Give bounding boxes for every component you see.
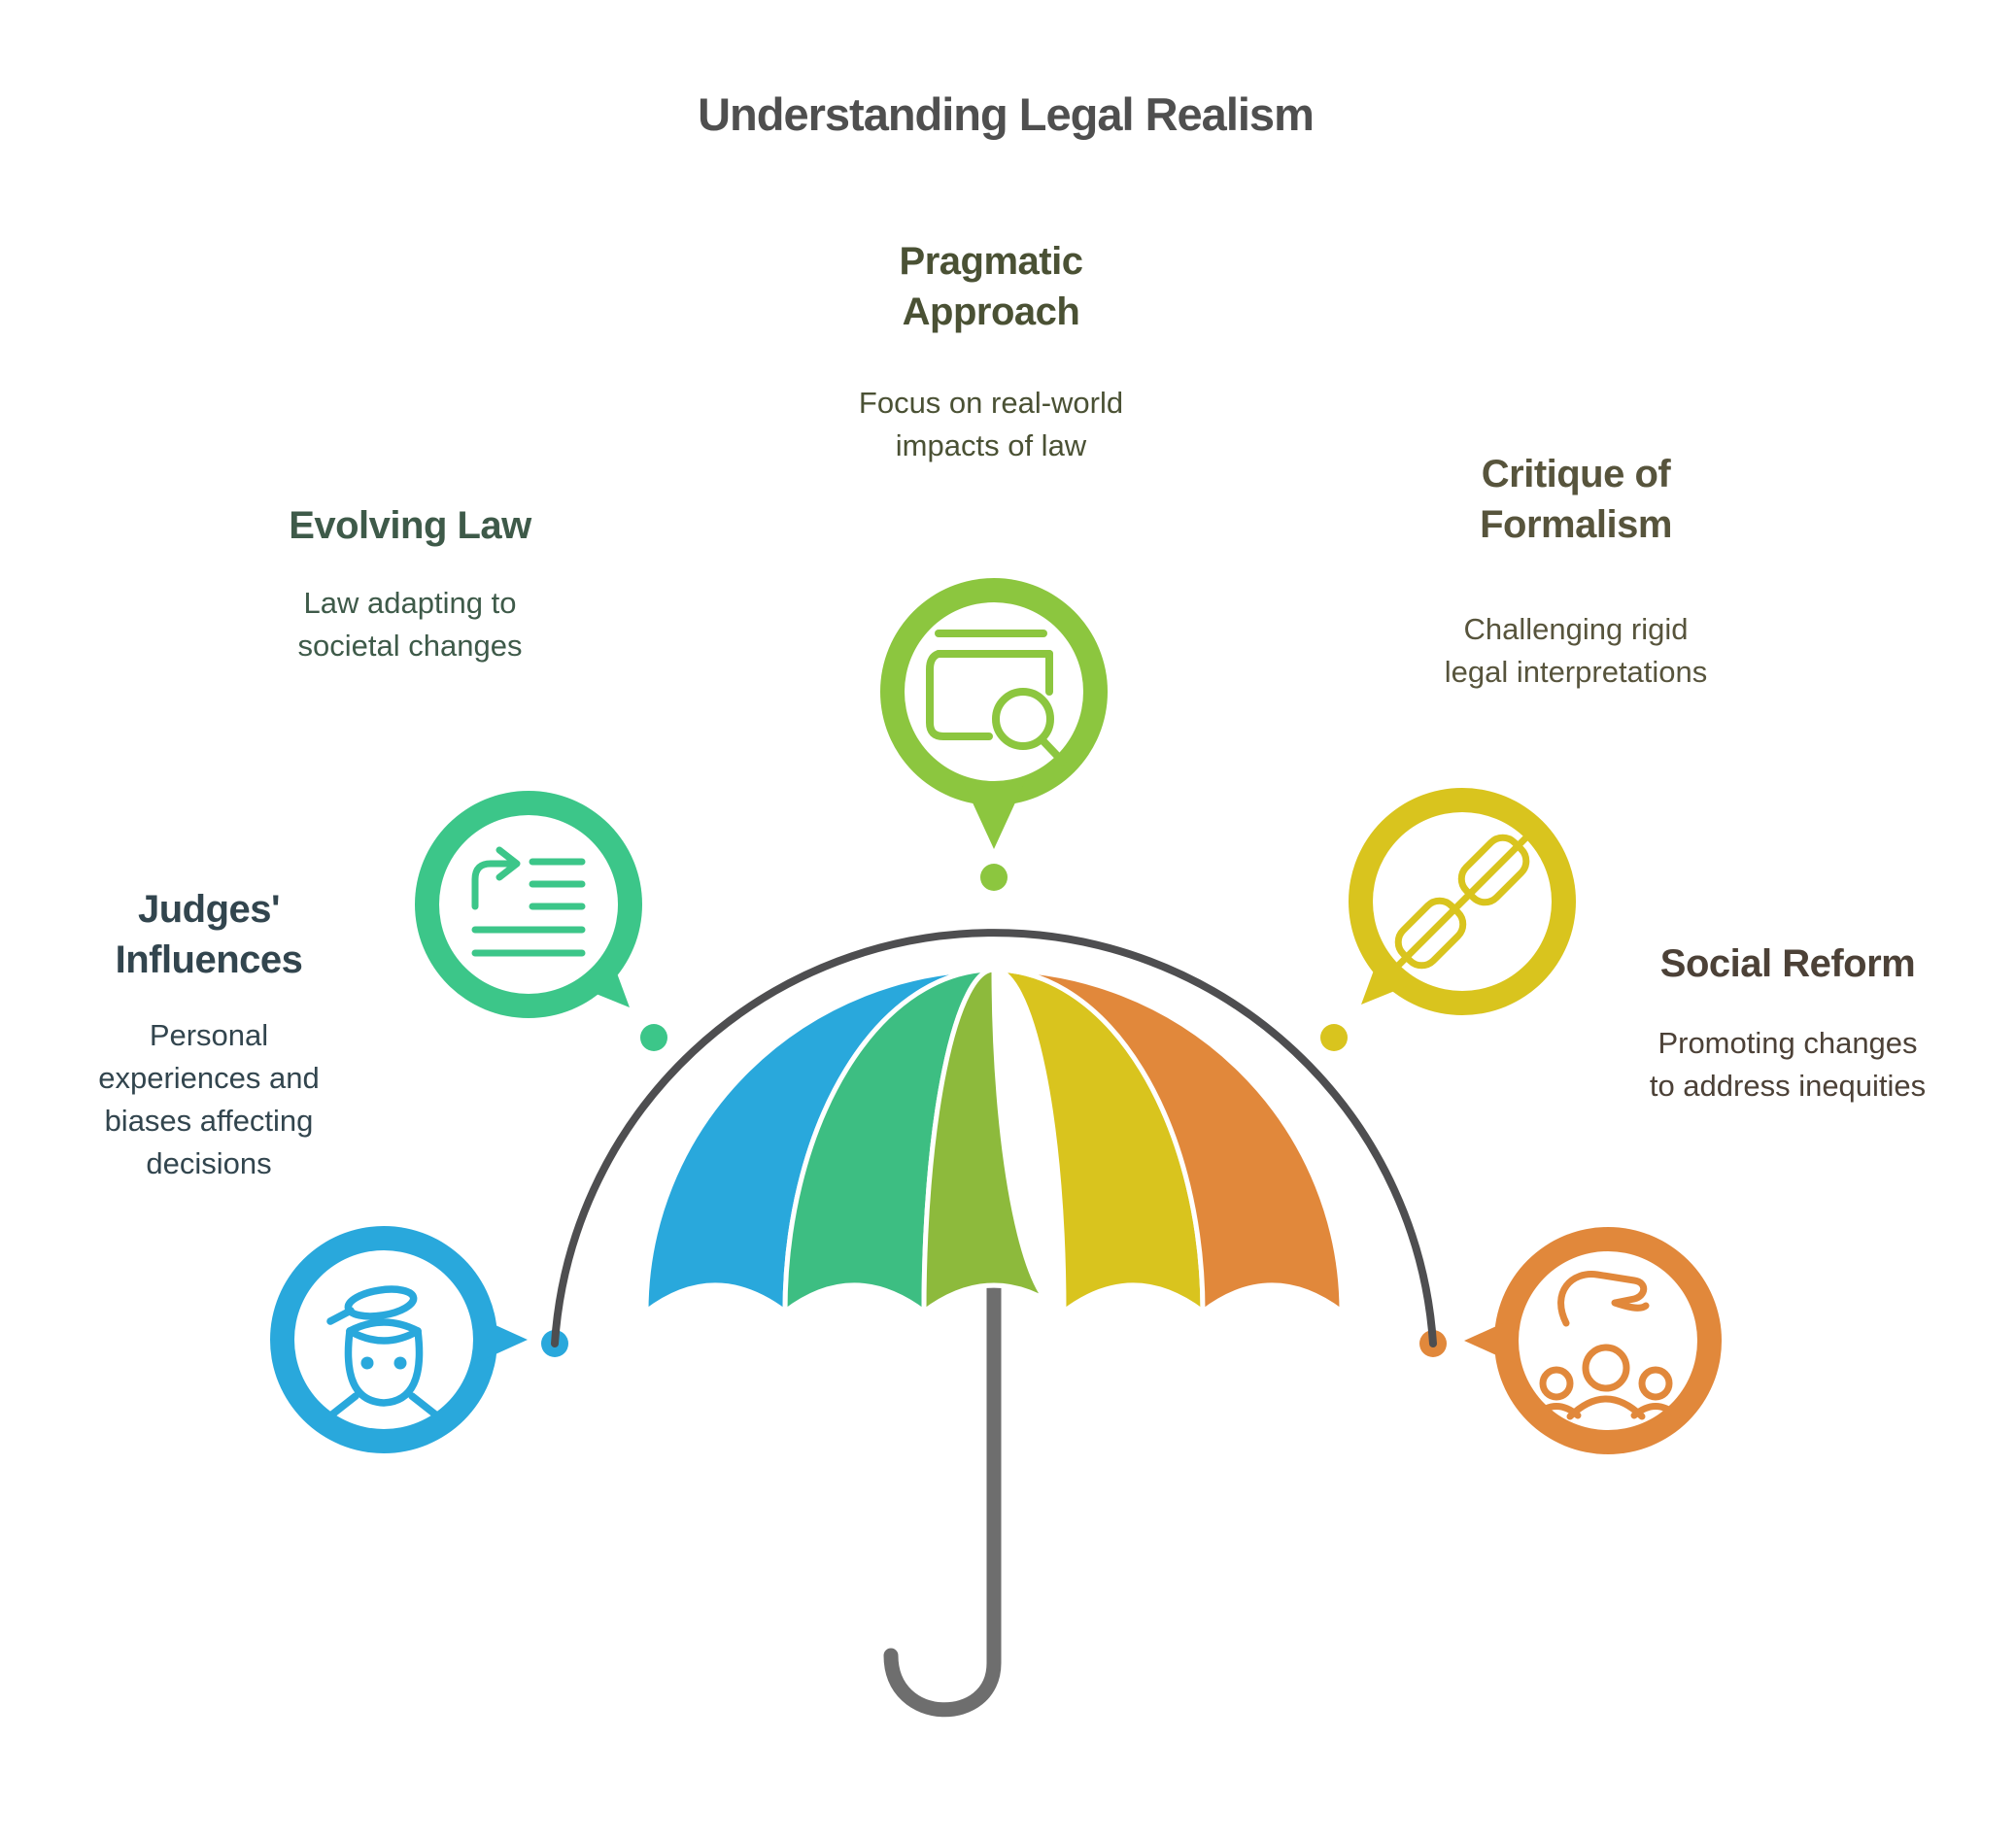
arc-dot-pragmatic: [980, 864, 1008, 891]
pin-bubble-evolving: [415, 791, 642, 1018]
section-heading: Critique of Formalism: [1480, 453, 1672, 546]
pin-pointer: [558, 934, 630, 1007]
chain-links-icon: [1394, 834, 1530, 970]
pin-pointer: [955, 765, 1033, 849]
pin-bubble-judges: [270, 1226, 528, 1453]
section-heading: Pragmatic Approach: [899, 240, 1083, 333]
pin-pointer: [457, 1308, 528, 1372]
section-evolving-law: Evolving Law Law adapting to societal ch…: [167, 500, 653, 667]
section-description: Promoting changes to address inequities: [1649, 1026, 1927, 1104]
section-description: Personal experiences and biases affectin…: [98, 1018, 320, 1181]
document-arrow-icon: [471, 846, 586, 957]
section-social-reform: Social Reform Promoting changes to addre…: [1545, 938, 2016, 1108]
umbrella-panel-3: [921, 967, 1067, 1314]
section-description: Focus on real-world impacts of law: [858, 386, 1124, 463]
section-judges-influences: Judges' Influences Personal experiences …: [0, 884, 452, 1185]
section-description: Law adapting to societal changes: [297, 586, 523, 664]
hand-over-people-icon: [1531, 1271, 1681, 1420]
book-search-icon: [926, 630, 1067, 766]
arc-dot-critique: [1320, 1024, 1348, 1051]
section-critique-of-formalism: Critique of Formalism Challenging rigid …: [1333, 449, 1819, 694]
pin-bubble-social: [1464, 1227, 1722, 1454]
umbrella-handle: [883, 1271, 1002, 1718]
section-description: Challenging rigid legal interpretations: [1444, 612, 1708, 690]
pin-bubble-pragmatic: [880, 578, 1108, 849]
connector-arc: [551, 929, 1437, 1347]
umbrella-panel-5: [991, 967, 1345, 1314]
section-heading: Judges' Influences: [115, 888, 303, 981]
pin-bubble-critique: [1349, 788, 1576, 1015]
page-title: Understanding Legal Realism: [698, 88, 1315, 140]
pin-pointer: [1464, 1309, 1535, 1373]
pin-pointer: [1361, 931, 1433, 1005]
umbrella-canopy: [643, 967, 1345, 1314]
judge-icon: [325, 1285, 443, 1421]
section-heading: Evolving Law: [289, 504, 531, 547]
section-pragmatic-approach: Pragmatic Approach Focus on real-world i…: [748, 236, 1234, 467]
pin-inner: [439, 815, 618, 994]
arc-dot-evolving: [640, 1024, 667, 1051]
section-heading: Social Reform: [1659, 942, 1916, 985]
